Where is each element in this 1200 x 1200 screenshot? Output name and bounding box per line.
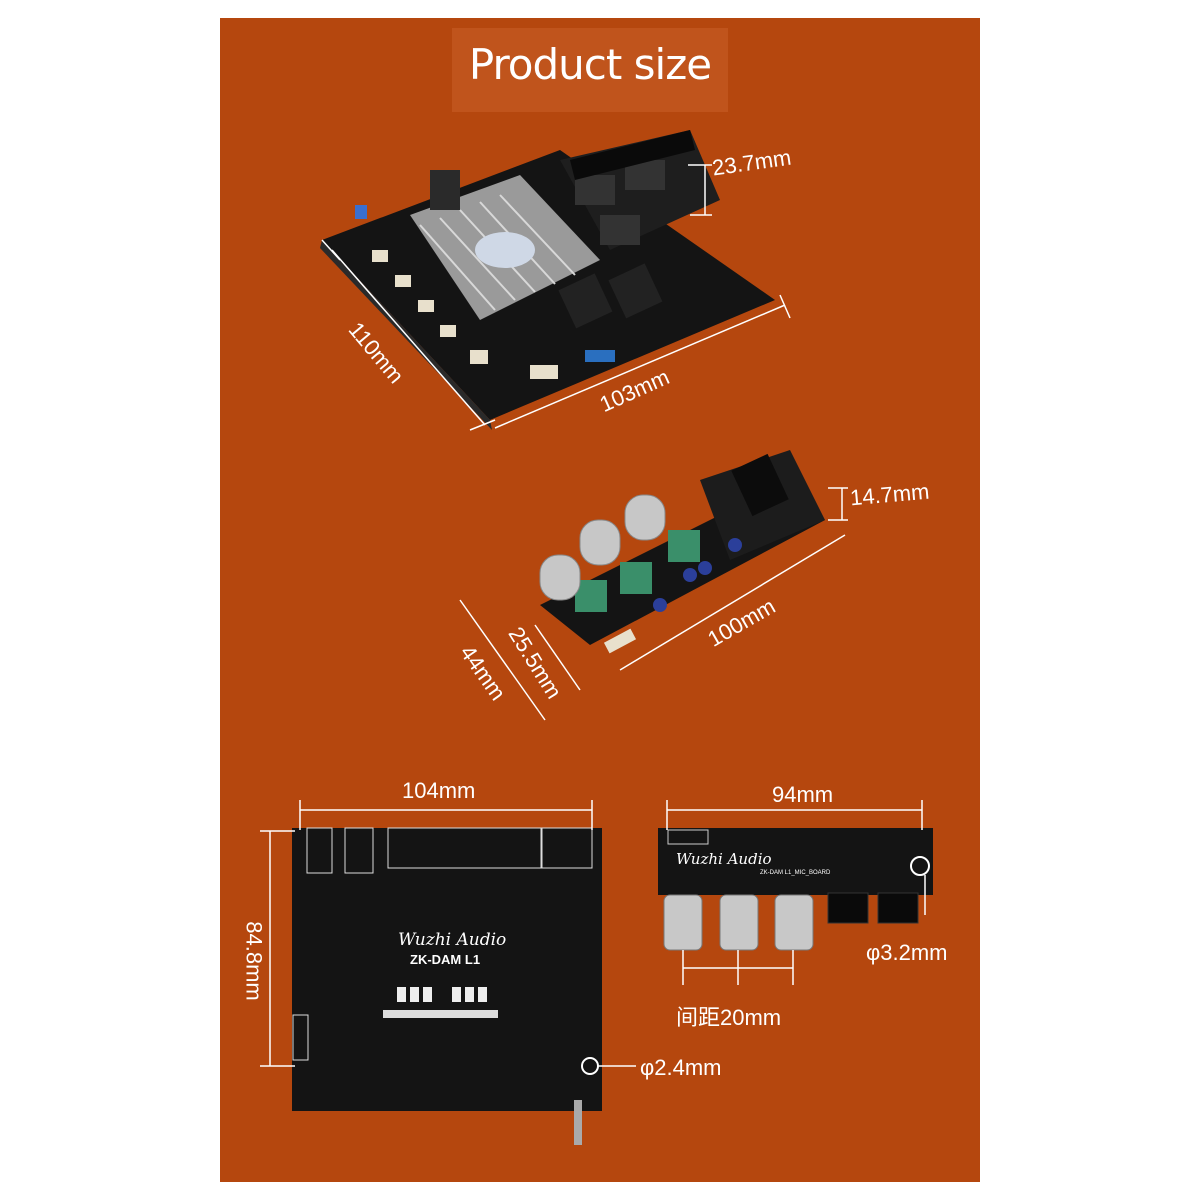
front-view-model-label: ZK-DAM L1_MIC_BOARD	[760, 870, 831, 876]
top-view-model-label: ZK-DAM L1	[410, 952, 481, 967]
main-board-top-view	[292, 827, 602, 1145]
front-view-brand-logo: Wuzhi Audio	[676, 850, 772, 868]
mic-board-photo	[539, 450, 825, 654]
page-title: Product size	[468, 40, 712, 89]
front-view-dimension-lines	[666, 800, 926, 985]
front-view-width-label: 94mm	[772, 782, 834, 807]
front-view-hole-label: φ3.2mm	[866, 940, 948, 965]
title-background	[452, 28, 728, 112]
top-view-brand-logo: Wuzhi Audio	[398, 930, 507, 950]
main-board-dimension-lines	[321, 164, 791, 431]
top-view-hole-label: φ2.4mm	[640, 1055, 722, 1080]
top-view-height-label: 84.8mm	[241, 921, 267, 1001]
mic-board-dimension-lines	[459, 487, 848, 721]
top-view-dimension-lines	[260, 800, 636, 1067]
front-view-pitch-label: 间距20mm	[676, 1005, 782, 1030]
mic-board-front-view	[658, 828, 933, 951]
top-view-width-label: 104mm	[402, 778, 476, 803]
